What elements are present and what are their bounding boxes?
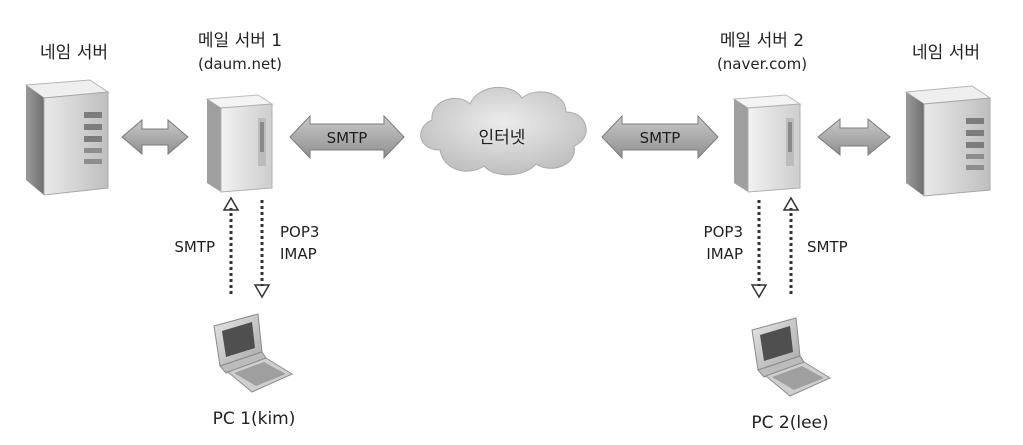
desktop-computer-icon: [751, 317, 832, 397]
server-tower-icon: [904, 85, 992, 197]
pc1: PC 1(kim): [213, 313, 296, 429]
server-tower-icon: [732, 94, 802, 193]
pc2-recv-label-line1: POP3: [704, 223, 743, 241]
mail-server-2-domain: (naver.com): [717, 55, 807, 73]
name-server-right: 네임 서버: [904, 43, 992, 197]
pc2-recv-label-line2: IMAP: [706, 245, 743, 263]
internet-label: 인터넷: [479, 128, 526, 148]
desktop-computer-icon: [213, 313, 294, 393]
pc1-send-label: SMTP: [174, 238, 215, 256]
name-server-right-link-arrow: [817, 117, 891, 157]
smtp-link-right-label: SMTP: [640, 129, 681, 147]
mail-server-2: 메일 서버 2 (naver.com): [717, 31, 807, 193]
name-server-right-label: 네임 서버: [912, 43, 980, 63]
mail-server-2-label: 메일 서버 2: [720, 31, 804, 51]
name-server-left-label: 네임 서버: [40, 43, 108, 63]
pc2-send-label: SMTP: [807, 238, 848, 256]
smtp-link-left: SMTP: [289, 114, 405, 160]
mail-server-1-label: 메일 서버 1: [198, 31, 282, 51]
smtp-link-right: SMTP: [601, 114, 719, 160]
pc2-label: PC 2(lee): [751, 413, 828, 433]
name-server-left: 네임 서버: [24, 43, 110, 196]
pc1-recv-label-line1: POP3: [280, 223, 319, 241]
mail-server-1: 메일 서버 1 (daum.net): [198, 31, 282, 193]
pc2-send-link: SMTP: [782, 196, 848, 294]
pc1-recv-label-line2: IMAP: [280, 245, 317, 263]
internet-cloud: 인터넷: [420, 86, 587, 176]
mail-server-1-domain: (daum.net): [198, 55, 282, 73]
smtp-link-left-label: SMTP: [327, 129, 368, 147]
server-tower-icon: [205, 94, 274, 193]
pc1-label: PC 1(kim): [213, 409, 296, 429]
pc1-send-link: SMTP: [174, 196, 240, 294]
server-tower-icon: [24, 79, 110, 196]
pc2: PC 2(lee): [751, 317, 832, 433]
pc1-recv-link: POP3 IMAP: [253, 200, 319, 299]
pc2-recv-link: POP3 IMAP: [704, 200, 768, 299]
name-server-left-link-arrow: [121, 118, 189, 156]
